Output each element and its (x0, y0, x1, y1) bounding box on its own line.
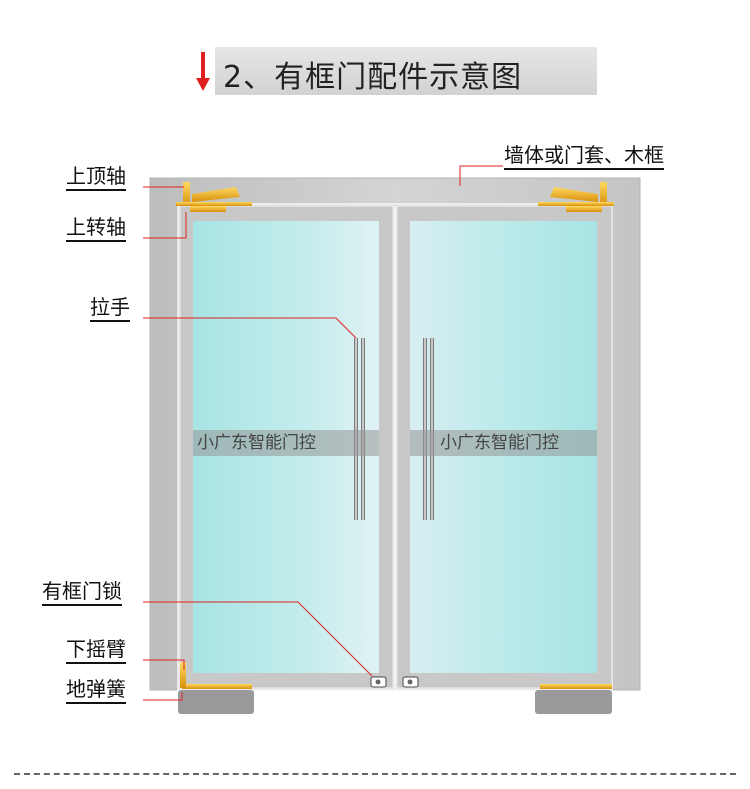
watermark-right: 小广东智能门控 (410, 430, 597, 456)
label-floor-spring: 地弹簧 (66, 677, 126, 704)
watermark-left: 小广东智能门控 (193, 430, 379, 456)
leader-lines (143, 165, 503, 701)
down-arrow-icon (196, 52, 210, 96)
title-banner: 2、有框门配件示意图 (215, 47, 597, 95)
label-handle: 拉手 (90, 295, 130, 322)
label-top-rotating-pivot: 上转轴 (66, 215, 126, 242)
left-handle (354, 338, 365, 520)
left-floor-spring (178, 690, 254, 714)
label-bottom-arm: 下摇臂 (66, 637, 126, 664)
page-title: 2、有框门配件示意图 (223, 60, 523, 95)
right-floor-spring (535, 690, 612, 714)
left-lock (370, 676, 387, 688)
label-top-pivot: 上顶轴 (66, 164, 126, 191)
left-top-pivot (176, 182, 252, 212)
right-lock (402, 676, 419, 688)
dashed-divider (14, 773, 736, 775)
left-bottom-arm (182, 684, 252, 689)
label-frame-lock: 有框门锁 (42, 579, 122, 606)
right-bottom-arm (540, 684, 612, 689)
right-top-pivot (538, 182, 614, 212)
right-handle (423, 338, 434, 520)
label-wall-frame: 墙体或门套、木框 (504, 143, 664, 170)
